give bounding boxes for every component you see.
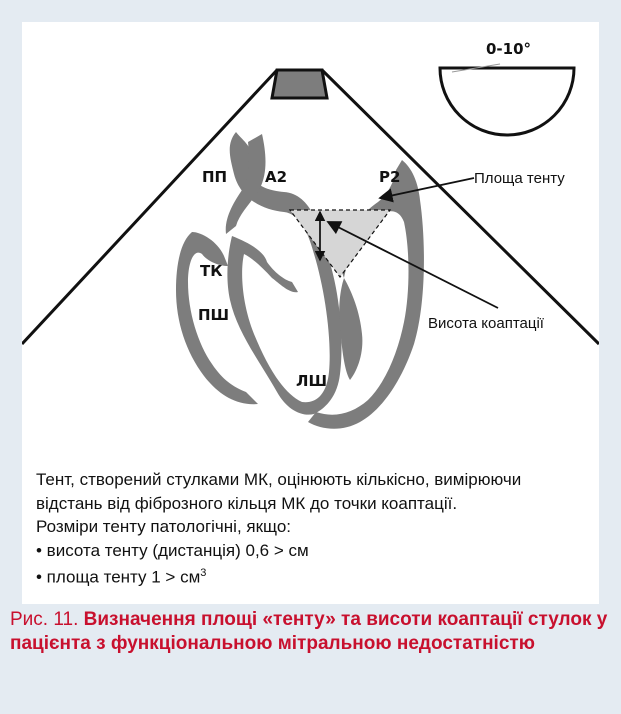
interventricular-septum [339, 278, 362, 380]
echocardiogram-diagram: 0-10° ПП A2 P2 ТК ПШ ЛШ Площа тенту [22, 22, 599, 462]
caption-number: Рис. 11. [10, 609, 78, 630]
figure-caption: Рис. 11. Визначення площі «тенту» та вис… [10, 608, 615, 656]
label-pp: ПП [202, 168, 227, 186]
sector-apex-cap [272, 70, 327, 98]
angle-indicator-icon [440, 68, 574, 135]
description-line-2: Розміри тенту патологічні, якщо: [36, 515, 586, 539]
tent-area [290, 210, 390, 277]
description-bullet-2-sup: 3 [200, 567, 206, 579]
label-tk: ТК [200, 262, 223, 280]
label-a2: A2 [265, 168, 287, 186]
callout-tent-area: Площа тенту [474, 170, 565, 187]
callout-coaptation-height: Висота коаптації [428, 315, 545, 332]
caption-title: Визначення площі «тенту» та висоти коапт… [10, 609, 607, 654]
label-psh: ПШ [198, 306, 229, 324]
angle-label: 0-10° [486, 40, 531, 58]
description-line-1: Тент, створений стулками МК, оцінюють кі… [36, 468, 586, 515]
figure-panel: 0-10° ПП A2 P2 ТК ПШ ЛШ Площа тенту [22, 22, 599, 604]
description-bullet-2: • площа тенту 1 > см3 [36, 562, 586, 589]
label-lsh: ЛШ [296, 372, 327, 390]
description-bullet-2-text: • площа тенту 1 > см [36, 568, 200, 587]
figure-description: Тент, створений стулками МК, оцінюють кі… [36, 468, 586, 589]
label-p2: P2 [379, 168, 400, 186]
description-bullet-1: • висота тенту (дистанція) 0,6 > см [36, 539, 586, 563]
